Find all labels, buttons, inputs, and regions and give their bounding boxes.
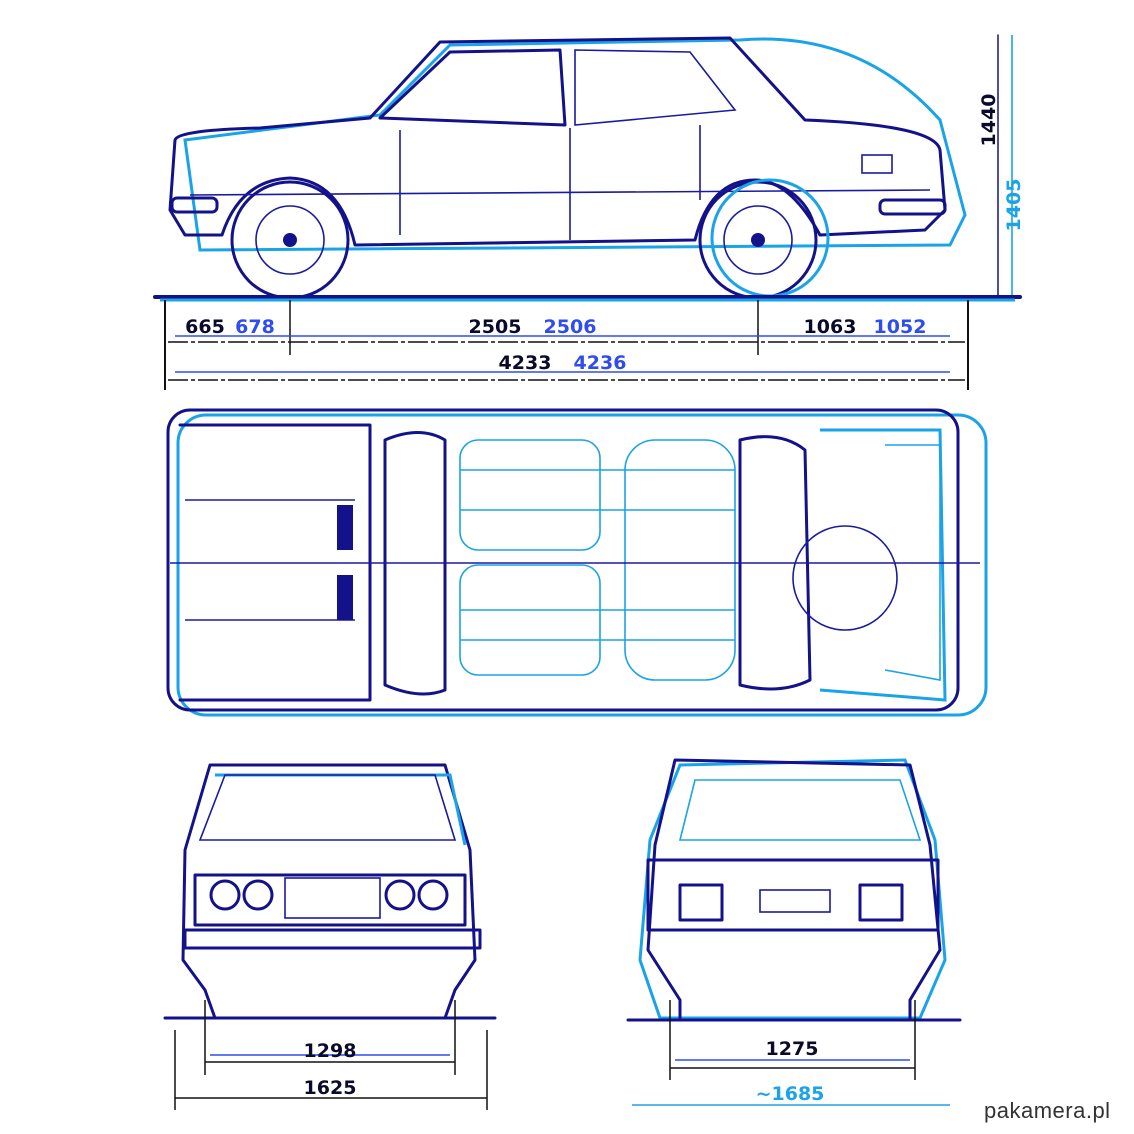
rear-view: 1275 ~1685 bbox=[626, 758, 962, 1106]
wheelbase: 2505 bbox=[469, 316, 522, 338]
side-view: 1440 1405 665 678 2505 2506 1063 1052 42… bbox=[153, 34, 1025, 390]
top-view bbox=[166, 408, 988, 717]
watermark: pakamera.pl bbox=[984, 1098, 1111, 1123]
rear-overhang-alt: 1052 bbox=[874, 316, 927, 338]
height-label: 1440 bbox=[978, 94, 1000, 147]
length: 4233 bbox=[499, 352, 552, 374]
wheelbase-alt: 2506 bbox=[544, 316, 597, 338]
rear-overhang: 1063 bbox=[804, 316, 857, 338]
front-track: 1298 bbox=[304, 1040, 357, 1062]
front-view: 1298 1625 bbox=[163, 763, 497, 1110]
height-alt-label: 1405 bbox=[1003, 179, 1025, 232]
front-width: 1625 bbox=[304, 1077, 357, 1099]
length-dimensions: 665 678 2505 2506 1063 1052 4233 4236 bbox=[164, 300, 969, 390]
rear-track: 1275 bbox=[766, 1038, 819, 1060]
front-overhang-alt: 678 bbox=[235, 316, 275, 338]
front-overhang: 665 bbox=[185, 316, 225, 338]
rear-width: ~1685 bbox=[756, 1083, 825, 1105]
length-alt: 4236 bbox=[574, 352, 627, 374]
